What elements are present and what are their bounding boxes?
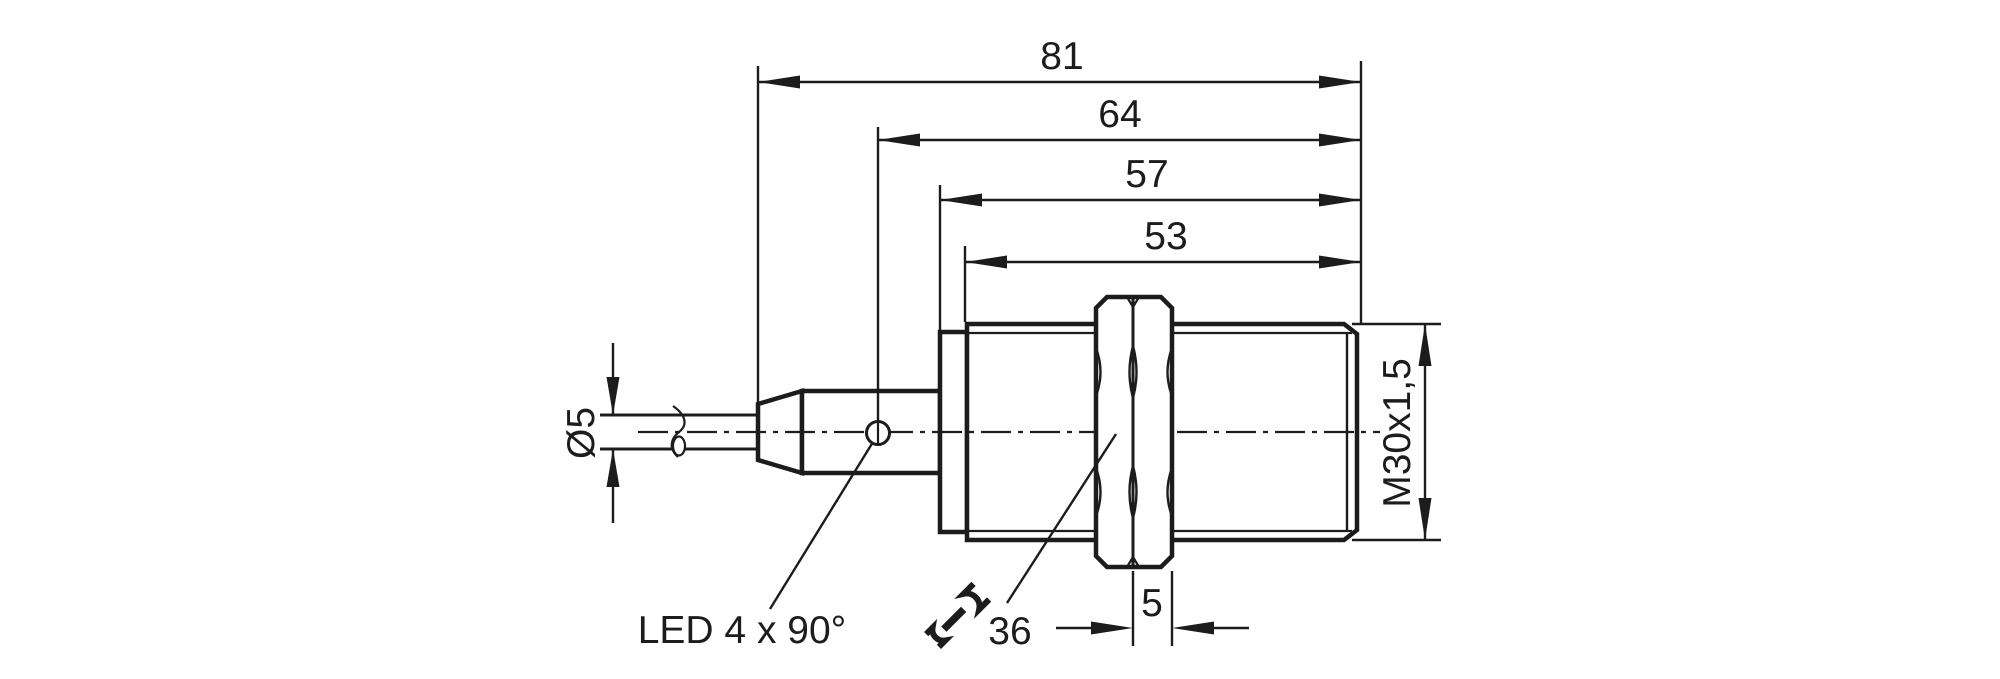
- dim-57-label: 57: [1125, 153, 1168, 196]
- dim-64-label: 64: [1098, 93, 1141, 136]
- wrench-fork: [924, 618, 955, 649]
- dim-barrel-length: 57: [938, 153, 1361, 331]
- wrench-icon: [924, 581, 992, 649]
- led-note-label: LED 4 x 90°: [638, 609, 847, 652]
- dim-5-arrow-left: [1091, 621, 1133, 635]
- dim-64-arrow-left: [878, 133, 920, 147]
- led-indicator: [865, 420, 891, 446]
- cable-break-loop-icon: [671, 435, 687, 457]
- dim-m30-label: M30x1,5: [1376, 358, 1419, 508]
- wrench-callout: 36: [924, 433, 1118, 653]
- wrench-jaw: [954, 581, 992, 619]
- dim-overall-length: 81: [756, 35, 1363, 402]
- hex-nut-chamfer-arcs-upper: [1094, 345, 1174, 399]
- dim-81-arrow-right: [1319, 75, 1361, 89]
- wrench-leader-line: [1005, 433, 1118, 604]
- led-callout: LED 4 x 90°: [638, 441, 875, 652]
- hex-nut-chamfer-arcs-lower: [1094, 465, 1174, 519]
- dim-81-arrow-left: [758, 75, 800, 89]
- dim-d5-arrow-top: [606, 377, 620, 415]
- dim-thread-length: 53: [963, 215, 1361, 322]
- wrench-size-label: 36: [988, 610, 1031, 653]
- dim-d5-arrow-bottom: [606, 449, 620, 487]
- dim-cable-diameter: Ø5: [560, 343, 620, 523]
- dim-nut-width: 5: [1056, 571, 1249, 646]
- hex-nut-notches: [1126, 296, 1140, 568]
- dim-53-arrow-left: [965, 255, 1007, 269]
- dim-53-label: 53: [1144, 215, 1187, 258]
- dim-d5-label: Ø5: [560, 407, 603, 459]
- sensor-body: [600, 294, 1380, 570]
- dim-5-arrow-right: [1172, 621, 1214, 635]
- dim-57-arrow-left: [940, 193, 982, 207]
- dim-5-label: 5: [1141, 582, 1163, 625]
- led-leader-line: [768, 441, 875, 610]
- dim-53-arrow-right: [1319, 255, 1361, 269]
- dim-m30-arrow-bottom: [1418, 498, 1432, 540]
- dim-length-to-led: 64: [876, 93, 1361, 422]
- dim-thread-spec: M30x1,5: [1352, 322, 1441, 542]
- dim-64-arrow-right: [1319, 133, 1361, 147]
- dim-57-arrow-right: [1319, 193, 1361, 207]
- dim-m30-arrow-top: [1418, 324, 1432, 366]
- wrench-shaft: [941, 606, 967, 632]
- hex-nut: [1093, 294, 1175, 570]
- dim-81-label: 81: [1040, 35, 1083, 78]
